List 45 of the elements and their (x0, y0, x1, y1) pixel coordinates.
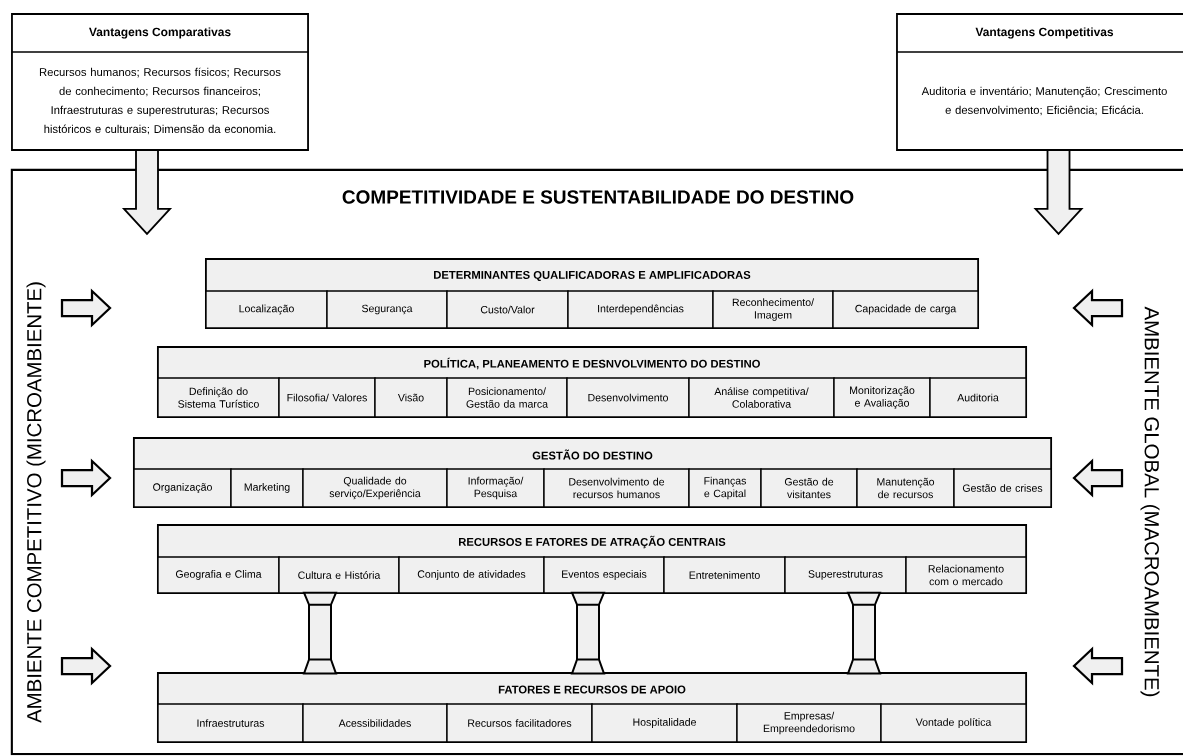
table-cell: Reconhecimento/ Imagem (712, 290, 834, 329)
table-cell: Vontade política (880, 703, 1027, 743)
table-cell: Visão (374, 377, 448, 418)
block-arrow (1033, 150, 1084, 236)
table-cell: Organização (133, 468, 232, 508)
table-cell: Entretenimento (663, 556, 786, 594)
table-cell: Definição do Sistema Turístico (157, 377, 280, 418)
table-cell: Localização (205, 290, 328, 329)
table-cell: Segurança (326, 290, 448, 329)
table-cell: Hospitalidade (591, 703, 738, 743)
table-cell: Posicionamento/ Gestão da marca (446, 377, 568, 418)
table-cell: Gestão de visitantes (760, 468, 858, 508)
side-label: AMBIENTE GLOBAL (MACROAMBIENTE) (1140, 306, 1160, 697)
table-cell: Interdependências (567, 290, 714, 329)
table-cell: Acessibilidades (302, 703, 448, 743)
text-box: Vantagens Competitivas Auditoria e inventário; Manutenção; Crescimento e desenvolvimento; Eficiência; Eficácia. (896, 13, 1183, 151)
pillar (846, 591, 882, 675)
table-cell: Capacidade de carga (832, 290, 979, 329)
table-cell: Auditoria (929, 377, 1027, 418)
table-cell: Desenvolvimento de recursos humanos (543, 468, 690, 508)
table-cell: Superestruturas (784, 556, 907, 594)
table-cell: Manutenção de recursos (856, 468, 955, 508)
table-cell: Infraestruturas (157, 703, 304, 743)
text-box: Vantagens Comparativas Recursos humanos; Recursos físicos; Recursos de conhecimento; Recursos financeiros; Infraestruturas e superestruturas; Recursos históricos e culturais; Dimensão da economia. (11, 13, 309, 151)
table-cell: Recursos facilitadores (446, 703, 593, 743)
table-cell: Informação/ Pesquisa (446, 468, 545, 508)
table-cell: Qualidade do serviço/Experiência (302, 468, 448, 508)
table-cell: Empresas/ Empreendedorismo (736, 703, 882, 743)
table-cell: Eventos especiais (543, 556, 665, 594)
side-label: AMBIENTE COMPETITIVO (MICROAMBIENTE) (26, 282, 46, 723)
table-cell: Relacionamento com o mercado (905, 556, 1027, 594)
pillar (302, 591, 338, 675)
table-cell: Monitorização e Avaliação (833, 377, 931, 418)
table-cell: Cultura e História (278, 556, 400, 594)
table-cell: Conjunto de atividades (398, 556, 545, 594)
pillar (570, 591, 606, 675)
table-cell: Gestão de crises (953, 468, 1052, 508)
table-cell: Desenvolvimento (566, 377, 690, 418)
block-arrow (121, 150, 173, 236)
table-cell: Análise competitiva/ Colaborativa (688, 377, 835, 418)
table-cell: Geografia e Clima (157, 556, 280, 594)
table-cell: Marketing (230, 468, 304, 508)
table-cell: Filosofia/ Valores (278, 377, 376, 418)
table-cell: Custo/Valor (446, 290, 569, 329)
table-cell: Finanças e Capital (688, 468, 762, 508)
